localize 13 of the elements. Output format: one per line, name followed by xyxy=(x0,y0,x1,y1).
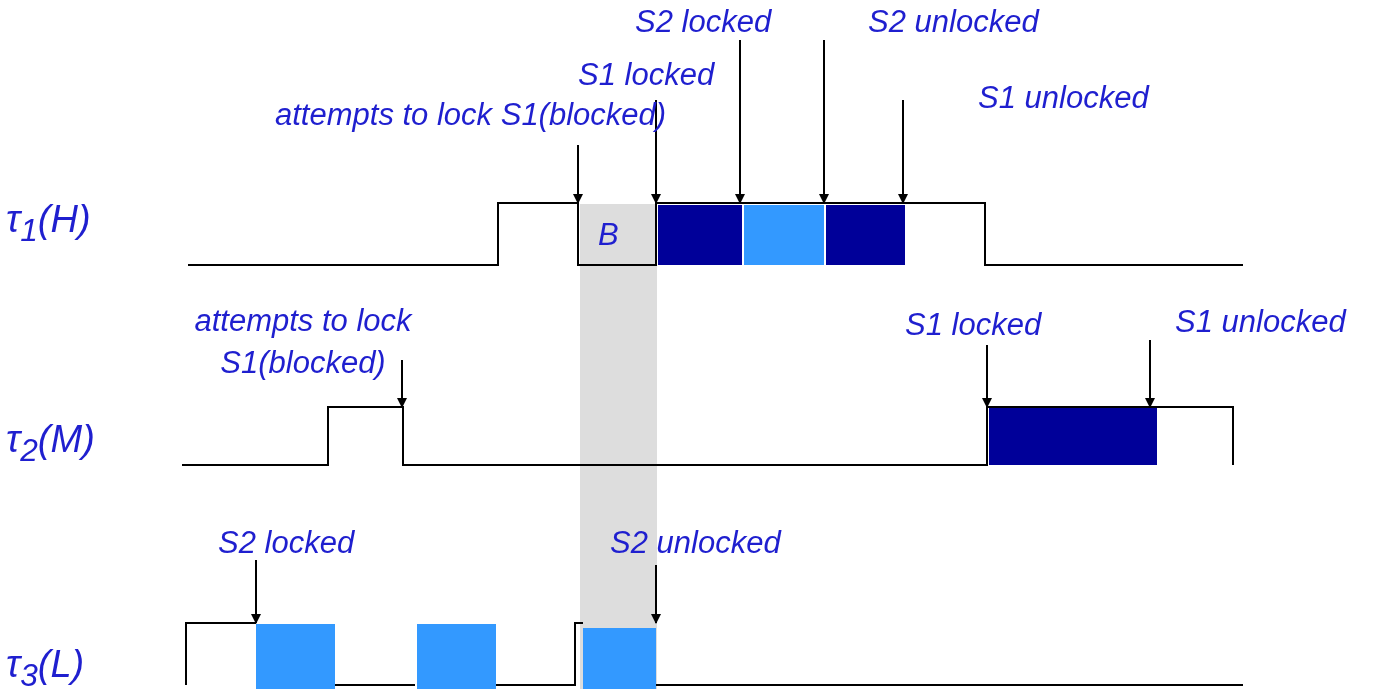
task-label: τ$_{3}$(L) xyxy=(6,642,85,689)
event-label: S2 locked xyxy=(218,525,355,561)
task-label: τ$_{2}$(M) xyxy=(6,417,95,470)
task-label: τ$_{1}$(H) xyxy=(6,197,91,250)
event-label: S1 unlocked xyxy=(978,80,1149,116)
blocking-label: B xyxy=(598,217,619,253)
event-label: S2 locked xyxy=(635,4,772,40)
event-label: S2 unlocked xyxy=(868,4,1039,40)
event-label: S1 unlocked xyxy=(1175,304,1346,340)
event-label: S1 locked xyxy=(578,57,715,93)
event-label: attempts to lock S1(blocked) xyxy=(193,302,414,382)
event-label: S1 locked xyxy=(905,307,1042,343)
event-label: S2 unlocked xyxy=(610,525,781,561)
